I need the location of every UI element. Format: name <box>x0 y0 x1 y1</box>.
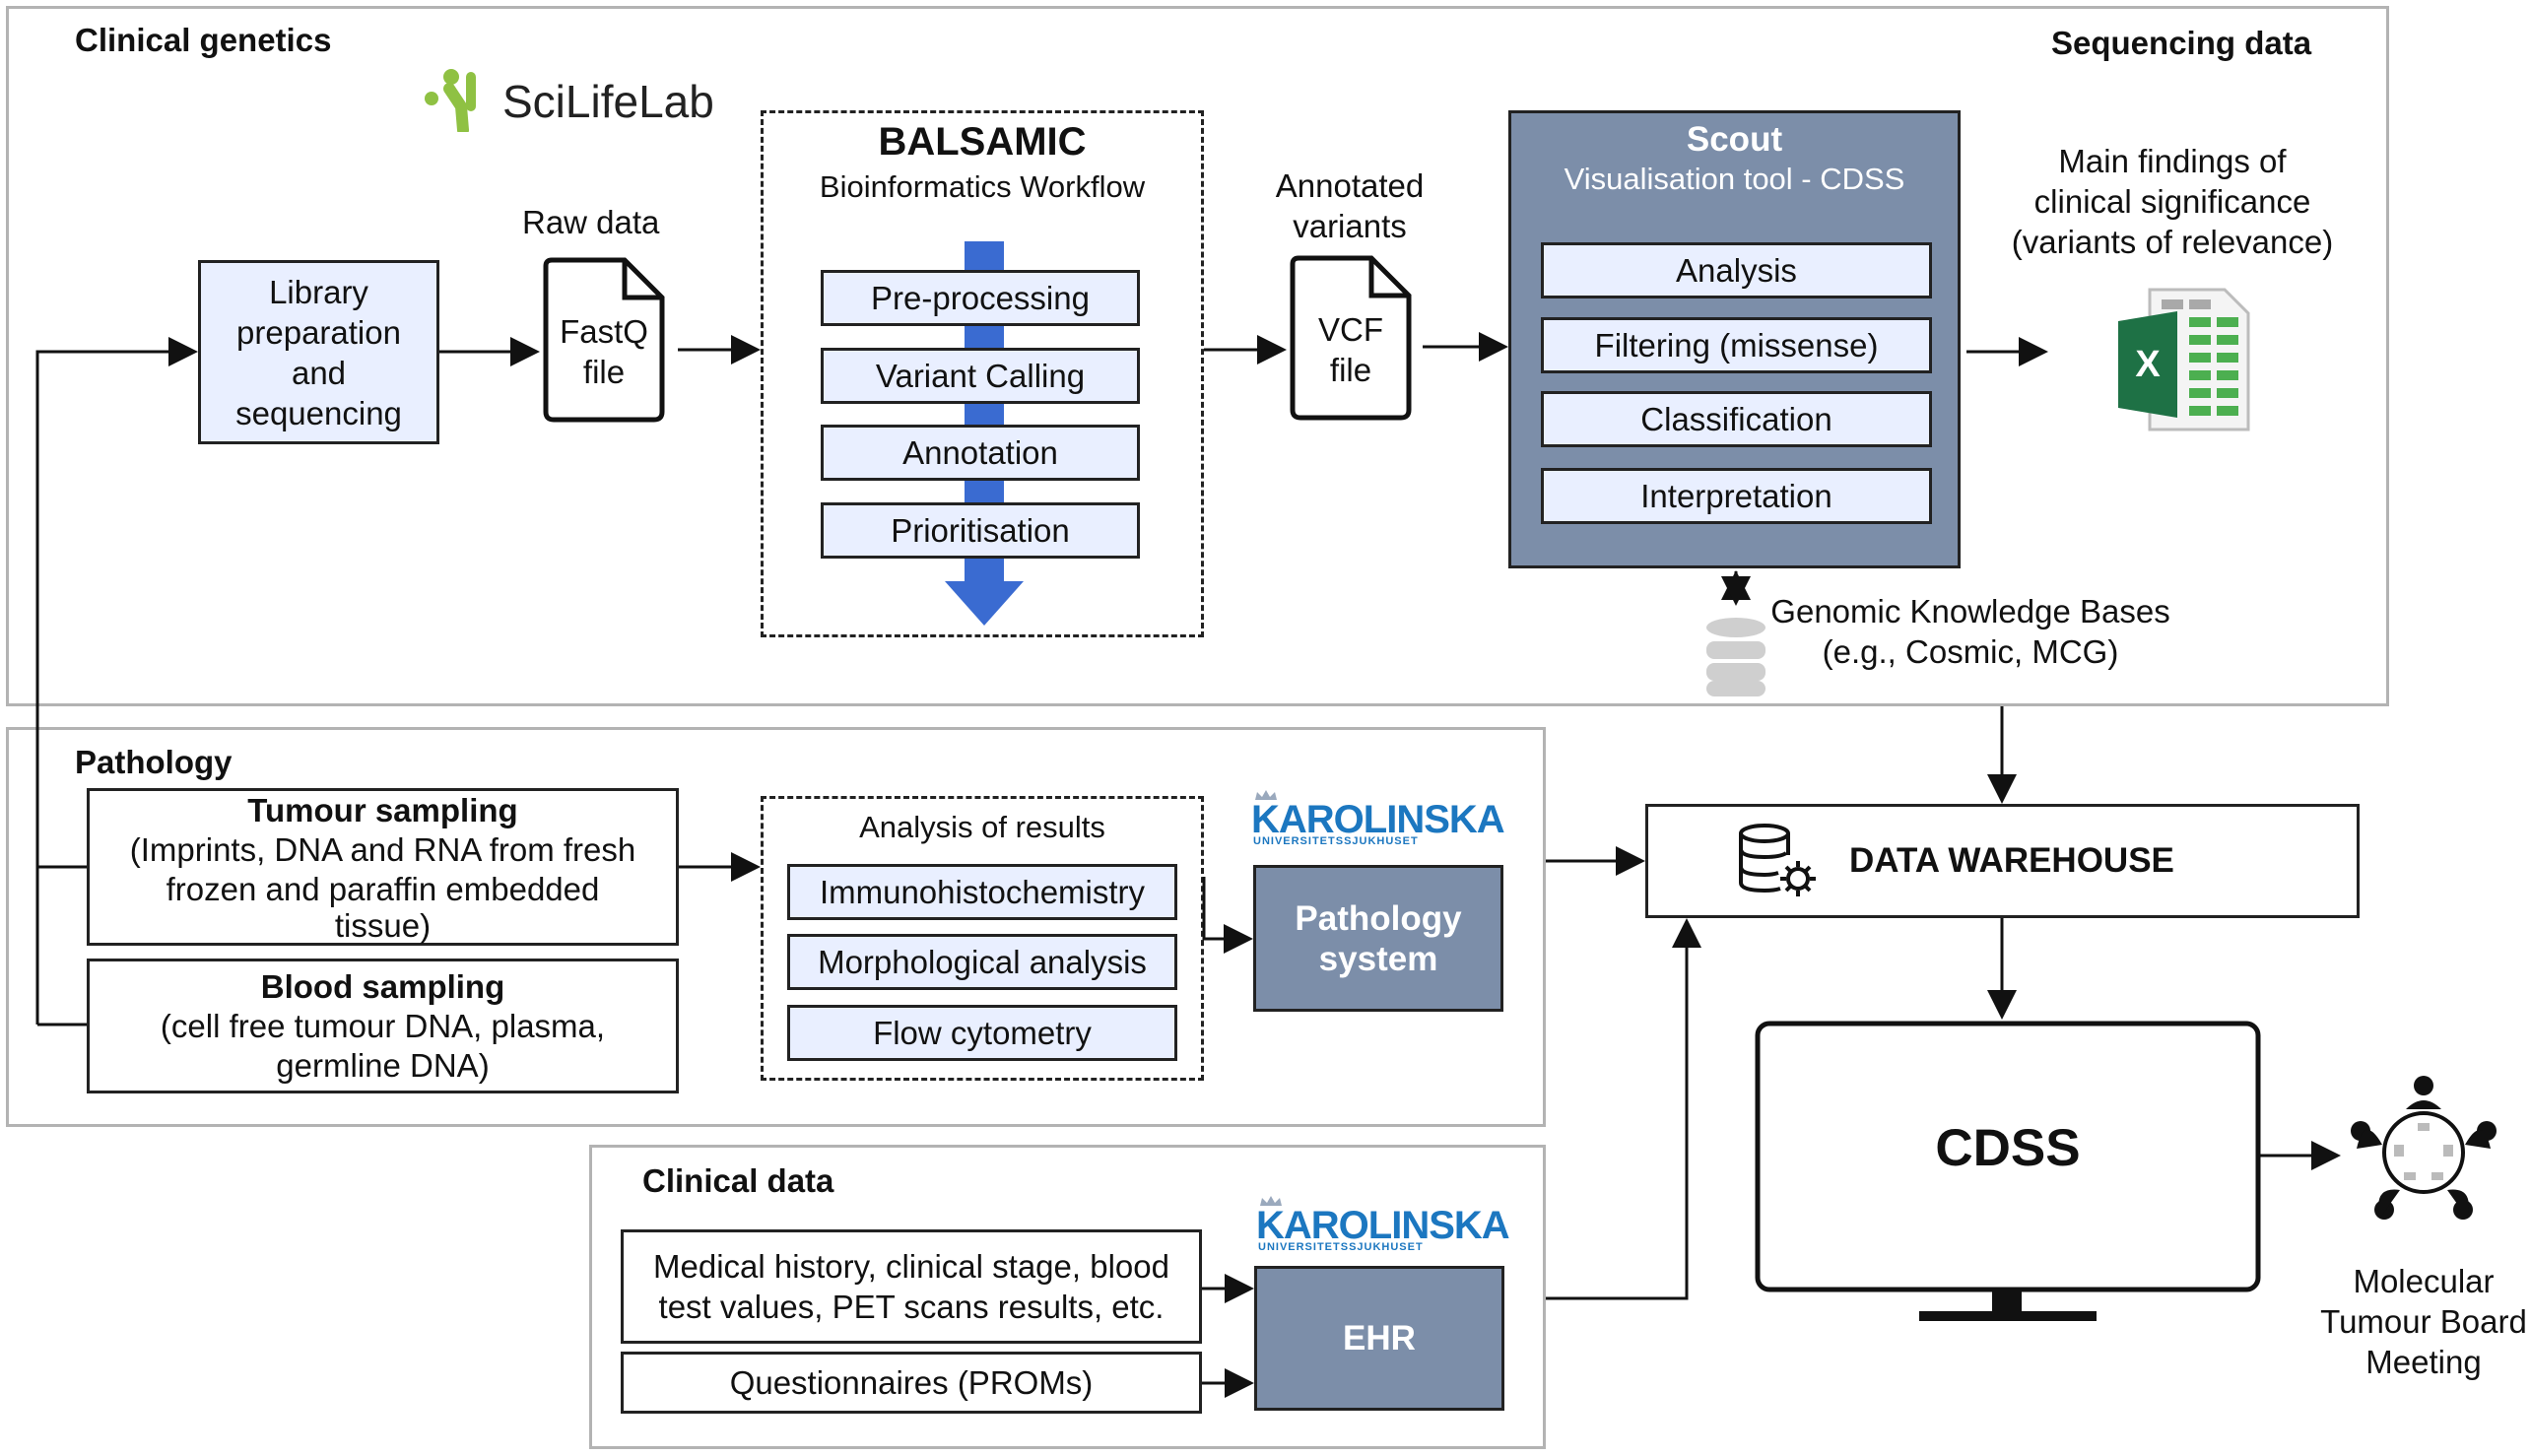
karolinska-subtitle: UNIVERSITETSSJUKHUSET <box>1258 1241 1424 1253</box>
vcf-line-2: file <box>1329 352 1372 388</box>
main-findings-label: Main findings of clinical significance (… <box>1980 141 2364 262</box>
pathology-system-line-2: system <box>1318 939 1438 978</box>
data-warehouse-label: DATA WAREHOUSE <box>1849 841 2174 880</box>
svg-text:X: X <box>2135 344 2161 385</box>
pathology-system-line-1: Pathology <box>1295 898 1462 938</box>
meeting-label: Molecular Tumour Board Meeting <box>2315 1261 2531 1382</box>
balsamic-title: BALSAMIC <box>878 120 1087 164</box>
balsamic-workflow-box <box>761 110 1204 637</box>
tumour-sampling-box: Tumour sampling (Imprints, DNA and RNA f… <box>87 788 679 946</box>
tumour-sampling-title: Tumour sampling <box>247 792 518 828</box>
questionnaires-box: Questionnaires (PROMs) <box>621 1352 1202 1414</box>
vcf-file-icon <box>1290 255 1412 421</box>
medical-line-1: Medical history, clinical stage, blood <box>653 1248 1169 1285</box>
ehr-box: EHR <box>1254 1266 1504 1411</box>
knowledge-line-1: Genomic Knowledge Bases <box>1770 593 2170 629</box>
library-line-1: Library <box>269 273 368 310</box>
tumour-line-2: frozen and paraffin embedded <box>166 871 600 907</box>
library-line-4: sequencing <box>235 394 402 431</box>
database-icon <box>1706 618 1765 696</box>
medical-line-2: test values, PET scans results, etc. <box>658 1289 1165 1325</box>
annotated-line-2: variants <box>1293 208 1407 244</box>
scout-filtering: Filtering (missense) <box>1541 317 1932 373</box>
scilifelab-mark-icon <box>425 69 476 132</box>
annotated-variants-label: Annotated variants <box>1261 165 1438 246</box>
karolinska-logo-pathology: KAROLINSKA UNIVERSITETSSJUKHUSET <box>1251 788 1505 847</box>
analysis-immunohistochemistry: Immunohistochemistry <box>787 864 1177 920</box>
step-variant-calling: Variant Calling <box>821 348 1140 404</box>
sequencing-data-title: Sequencing data <box>2051 25 2312 61</box>
data-warehouse-box: DATA WAREHOUSE <box>1645 804 2360 918</box>
excel-icon: X <box>2118 288 2250 431</box>
karolinska-wordmark: KAROLINSKA <box>1251 798 1505 841</box>
vcf-file-label: VCF file <box>1287 309 1415 390</box>
balsamic-subtitle: Bioinformatics Workflow <box>819 169 1146 204</box>
karolinska-subtitle: UNIVERSITETSSJUKHUSET <box>1253 835 1419 847</box>
scout-analysis: Analysis <box>1541 242 1932 298</box>
library-line-2: preparation <box>236 313 401 351</box>
annotated-line-1: Annotated <box>1275 167 1425 204</box>
fastq-file-icon <box>543 257 665 423</box>
fastq-line-2: file <box>582 354 626 390</box>
scout-interpretation: Interpretation <box>1541 468 1932 524</box>
analysis-results-title: Analysis of results <box>859 810 1105 844</box>
clinical-genetics-title: Clinical genetics <box>75 22 332 58</box>
database-gear-icon <box>1739 824 1816 896</box>
step-prioritisation: Prioritisation <box>821 502 1140 559</box>
knowledge-bases-label: Genomic Knowledge Bases (e.g., Cosmic, M… <box>1764 591 2177 672</box>
library-preparation-box: Library preparation and sequencing <box>198 260 439 444</box>
step-pre-processing: Pre-processing <box>821 270 1140 326</box>
fastq-file-label: FastQ file <box>540 311 668 392</box>
blood-line-1: (cell free tumour DNA, plasma, <box>160 1007 606 1044</box>
fastq-line-1: FastQ <box>560 313 648 350</box>
medical-history-box: Medical history, clinical stage, blood t… <box>621 1229 1202 1344</box>
karolinska-logo-clinical: KAROLINSKA UNIVERSITETSSJUKHUSET <box>1256 1194 1510 1253</box>
crown-icon <box>1255 790 1277 800</box>
scout-title: Scout <box>1686 120 1783 159</box>
meeting-line-1: Molecular <box>2353 1263 2495 1299</box>
analysis-flow-cytometry: Flow cytometry <box>787 1005 1177 1061</box>
pathology-system-box: Pathology system <box>1253 865 1503 1012</box>
crown-icon <box>1260 1196 1282 1206</box>
step-annotation: Annotation <box>821 425 1140 481</box>
findings-line-3: (variants of relevance) <box>2011 224 2334 260</box>
meeting-people-icon <box>2351 1076 2497 1220</box>
scout-classification: Classification <box>1541 391 1932 447</box>
karolinska-wordmark: KAROLINSKA <box>1256 1204 1510 1247</box>
pathology-title: Pathology <box>75 744 233 780</box>
blood-sampling-box: Blood sampling (cell free tumour DNA, pl… <box>87 959 679 1093</box>
library-line-3: and <box>291 354 347 391</box>
cdss-label: CDSS <box>1935 1119 2081 1177</box>
knowledge-line-2: (e.g., Cosmic, MCG) <box>1822 633 2119 670</box>
scilifelab-logo: SciLifeLab <box>422 67 727 132</box>
findings-line-1: Main findings of <box>2058 143 2287 179</box>
meeting-line-2: Tumour Board <box>2320 1303 2527 1340</box>
blood-sampling-title: Blood sampling <box>260 967 505 1005</box>
tumour-line-1: (Imprints, DNA and RNA from fresh <box>129 831 636 868</box>
vcf-line-1: VCF <box>1318 311 1383 348</box>
findings-line-2: clinical significance <box>2033 183 2311 220</box>
blood-line-2: germline DNA) <box>276 1046 490 1084</box>
tumour-line-3: tissue) <box>334 907 432 944</box>
clinical-data-title: Clinical data <box>642 1162 834 1199</box>
raw-data-label: Raw data <box>522 204 660 240</box>
monitor-icon <box>1755 1021 2261 1321</box>
scout-subtitle: Visualisation tool - CDSS <box>1564 162 1905 196</box>
meeting-line-3: Meeting <box>2365 1344 2482 1380</box>
scilifelab-wordmark: SciLifeLab <box>502 76 714 127</box>
analysis-morphological: Morphological analysis <box>787 934 1177 990</box>
